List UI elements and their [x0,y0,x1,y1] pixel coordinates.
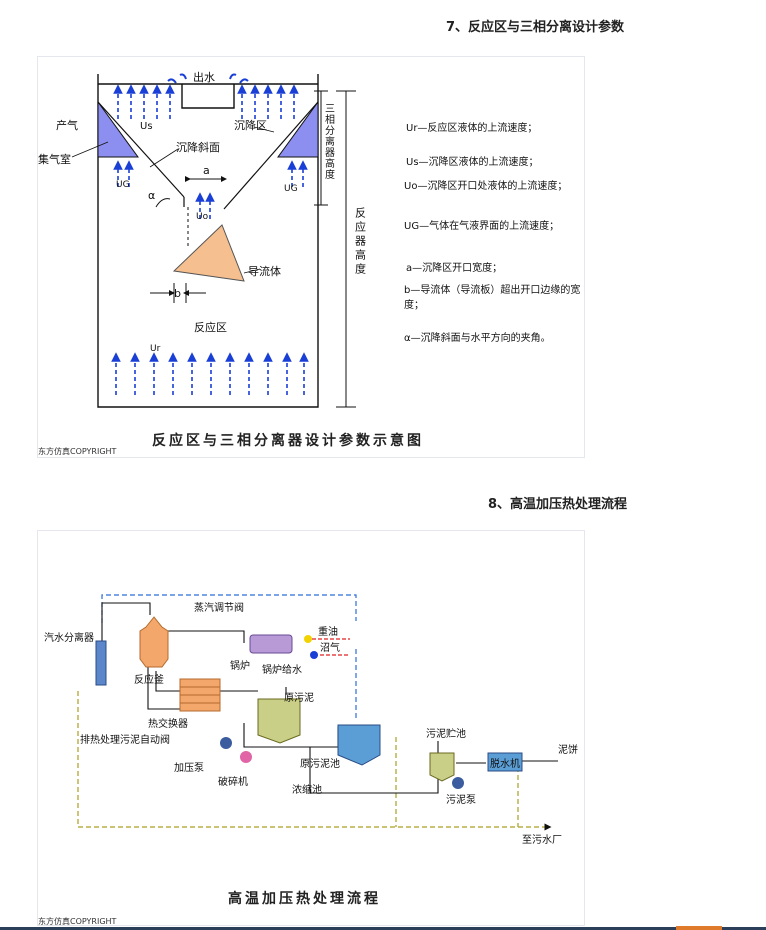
label-uo: Uo [196,212,209,222]
label-steam-valve: 蒸汽调节阀 [194,601,244,614]
label-pressure-pump: 加压泵 [174,762,204,774]
label-deflector: 导流体 [248,264,281,278]
dewatering-machine [487,752,523,772]
label-heat-exchanger: 热交换器 [148,717,188,730]
steam-loop-line [101,594,357,721]
legend-item-ug: UG—气体在气液界面的上流速度； [404,221,560,232]
dimension-b [150,283,206,303]
label-separator: 汽水分离器 [44,631,94,644]
section7-heading: 7、反应区与三相分离设计参数 [446,20,625,35]
deflector-body [172,224,245,282]
label-auto-valve: 排热处理污泥自动阀 [80,733,170,746]
label-tps-height: 三相分离器高度 [323,103,335,180]
reactor-vessel [139,616,169,668]
section8-caption: 高温加压热处理流程 [228,891,381,907]
boiler-unit [249,634,293,654]
label-alpha: α [148,189,155,202]
label-reaction-zone: 反应区 [194,320,227,334]
page-bottom-bar [0,927,766,930]
label-ur: Ur [150,344,161,354]
label-reactor: 反应釜 [134,673,164,686]
legend-item-a: a—沉降区开口宽度； [406,261,502,274]
label-ug-right: UG [284,184,298,194]
pressure-pump [220,737,232,749]
label-sludge-tank: 污泥贮池 [426,727,466,740]
heavy-oil-source [304,635,312,643]
label-reactor-height: 反应器高度 [354,207,367,277]
alpha-arc [155,198,171,208]
outlet-flow-marks [167,73,249,84]
label-outlet: 出水 [193,70,215,84]
legend-item-uo: Uo—沉降区开口处液体的上流速度； [404,181,568,192]
upflow-arrows [111,84,309,395]
label-raw-sludge: 原污泥 [284,691,314,704]
label-raw-sludge-tank: 原污泥池 [300,757,340,770]
legend-item-us: Us—沉降区液体的上流速度； [406,155,539,168]
label-gas: 沼气 [320,641,340,654]
label-crusher: 破碎机 [218,775,248,788]
right-gas-collector [277,100,319,158]
label-to-plant: 至污水厂 [522,834,562,846]
legend-item-alpha: α—沉降斜面与水平方向的夹角。 [404,333,551,344]
label-thickener: 浓缩池 [292,783,322,796]
label-boiler-water: 锅炉给水 [262,663,302,676]
label-b: b [174,287,181,300]
section8-diagram-panel: 蒸汽调节阀 汽水分离器 反应釜 热交换器 排热处理污泥自动阀 加压泵 破碎机 原… [37,530,585,926]
label-mud-cake: 泥饼 [558,743,578,756]
reactor-schematic: 出水 产气 集气室 Us 沉降区 沉降斜面 UG UG a α Uo 导流体 b… [38,70,581,408]
label-a: a [203,164,210,177]
label-dewatering: 脱水机 [490,757,520,770]
settling-inclined-planes [97,101,319,210]
label-heavy-oil: 重油 [318,625,338,638]
separator-vessel [95,640,107,686]
raw-sludge-tank [257,698,301,744]
reactor-tank-walls [97,74,319,408]
sludge-pump [452,777,464,789]
sludge-storage-tank [429,752,455,782]
thickener-tank [337,724,381,766]
page-bottom-accent [676,926,722,930]
section7-caption: 反应区与三相分离器设计参数示意图 [152,433,424,449]
gas-source [310,651,318,659]
height-dimensions [314,90,356,408]
leader-lines [71,126,275,274]
return-to-plant-line [77,691,552,831]
section7-copyright: 东方仿真COPYRIGHT [38,447,117,456]
thermal-process-flow: 蒸汽调节阀 汽水分离器 反应釜 热交换器 排热处理污泥自动阀 加压泵 破碎机 原… [44,594,578,846]
label-sludge-pump: 污泥泵 [446,793,476,806]
legend-item-b: b—导流体（导流板）超出开口边缘的宽度； [404,285,581,311]
heat-exchanger-lines [180,686,220,704]
section8-heading: 8、高温加压热处理流程 [488,497,628,512]
label-inclined: 沉降斜面 [176,140,220,154]
crusher [240,751,252,763]
label-settling-zone: 沉降区 [234,118,267,132]
label-gas: 产气 [56,118,78,132]
label-ug-left: UG [116,180,130,190]
label-us: Us [140,121,153,132]
left-gas-collector [97,100,139,158]
section8-copyright: 东方仿真COPYRIGHT [38,917,117,926]
label-boiler: 锅炉 [230,660,250,672]
parameter-legend: Ur—反应区液体的上流速度； Us—沉降区液体的上流速度； Uo—沉降区开口处液… [404,121,581,344]
label-gas-chamber: 集气室 [38,152,71,166]
legend-item-ur: Ur—反应区液体的上流速度； [406,121,537,134]
section7-diagram-panel: 出水 产气 集气室 Us 沉降区 沉降斜面 UG UG a α Uo 导流体 b… [37,56,585,458]
